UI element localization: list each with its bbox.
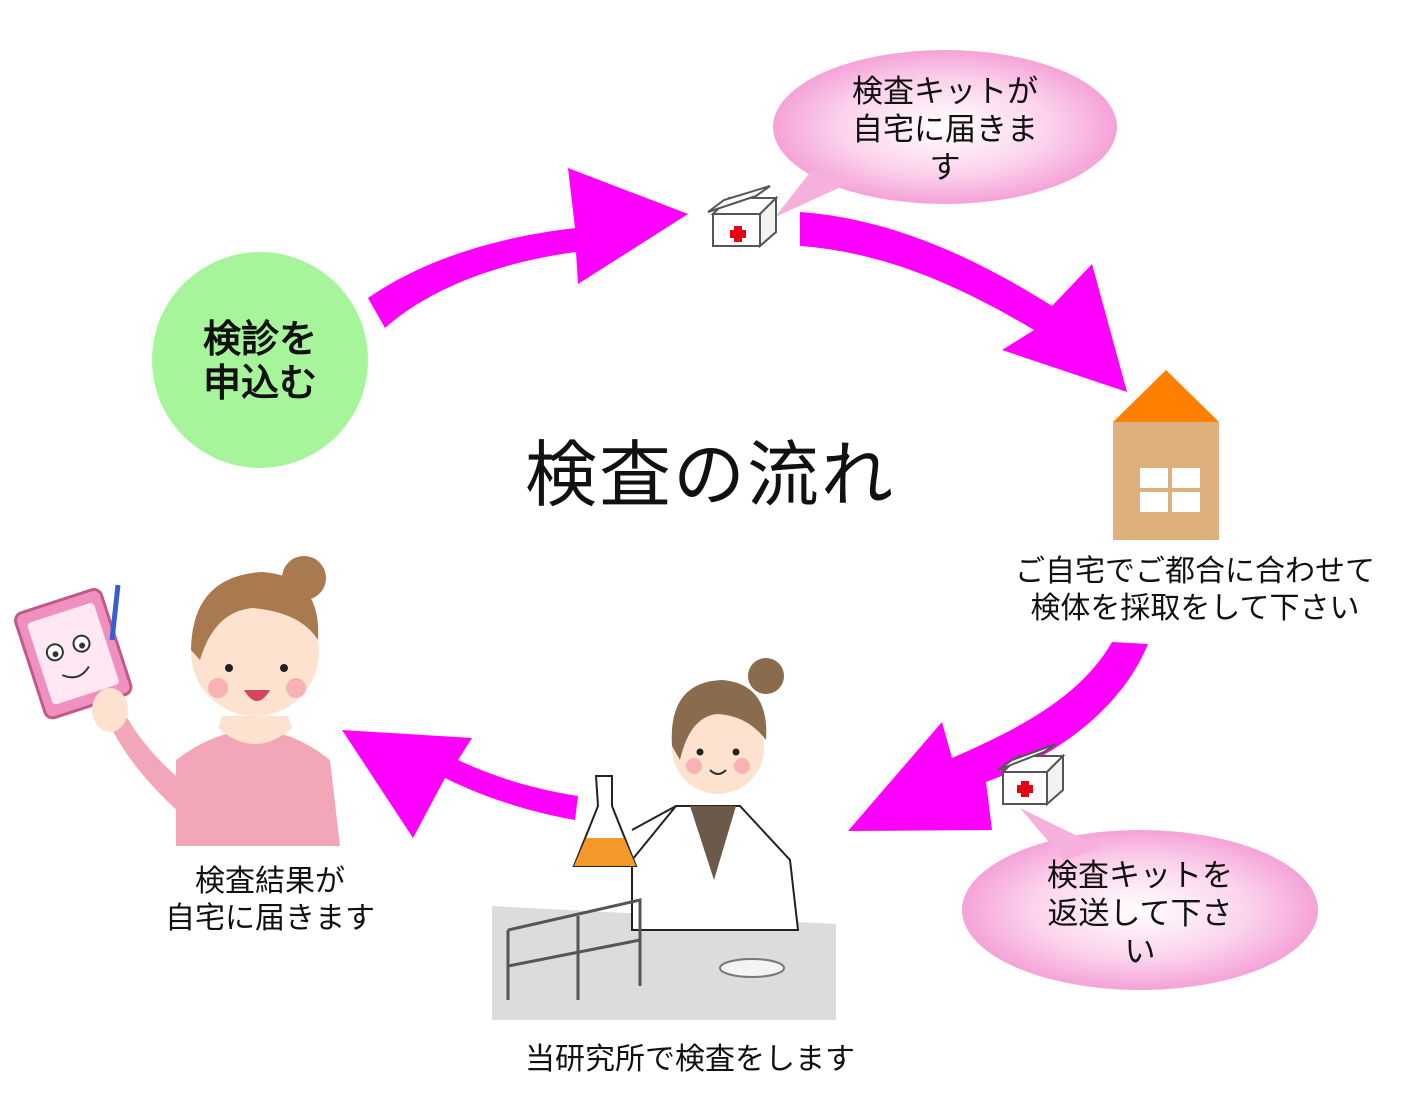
arrow-home-to-lab (848, 642, 1148, 831)
speech-bubble-return-kit (962, 808, 1318, 990)
flow-arrows (342, 168, 1148, 838)
step-lab-test-label: 当研究所で検査をします (525, 1042, 855, 1077)
step-apply-label: 検診を 申込む (202, 317, 317, 405)
step-return-kit-label: 検査キットを 返送して下さ い (1047, 858, 1233, 970)
step-kit-arrives-label: 検査キットが 自宅に届きま す (852, 74, 1038, 186)
researcher-illustration (492, 658, 836, 1020)
speech-bubble-kit-arrives (773, 50, 1117, 217)
arrow-lab-to-result (342, 730, 578, 838)
house-icon (1113, 370, 1219, 540)
medical-kit-icon (707, 185, 779, 249)
start-circle (152, 252, 368, 468)
arrow-apply-to-kit (368, 168, 688, 328)
diagram-title: 検査の流れ (524, 433, 895, 517)
woman-with-tablet-illustration (13, 556, 340, 846)
step-collect-label: ご自宅でご都合に合わせて 検体を採取をして下さい (1015, 554, 1375, 626)
medical-kit-return-icon (997, 743, 1066, 807)
step-result-label: 検査結果が 自宅に届きます (165, 864, 375, 936)
arrow-kit-to-home (800, 212, 1127, 392)
